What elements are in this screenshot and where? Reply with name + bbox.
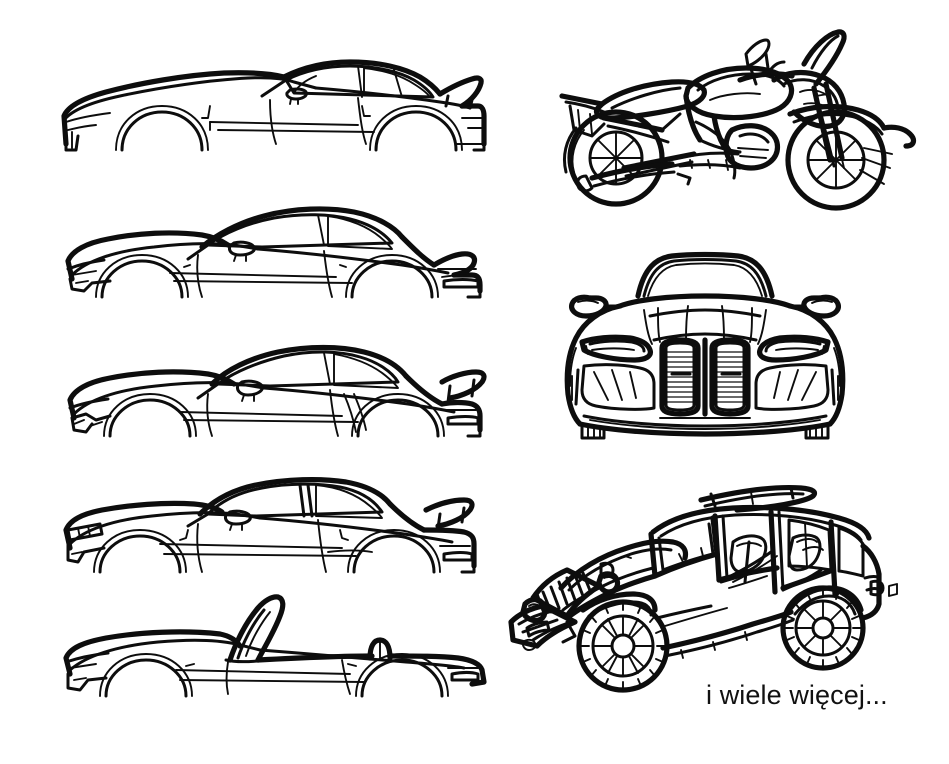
illustration-porsche-911 (62, 185, 494, 305)
illustration-adventure-motorcycle (528, 18, 940, 211)
illustration-skyline-r34 (60, 462, 494, 584)
caption-more-text: i wiele więcej... (706, 680, 888, 710)
illustration-jeep-wrangler (505, 470, 905, 693)
illustration-bmw-m4-front (560, 248, 850, 442)
illustration-s2000-roadster (60, 578, 494, 698)
illustration-supra (58, 44, 488, 164)
illustration-cayman-gt4 (62, 322, 494, 444)
